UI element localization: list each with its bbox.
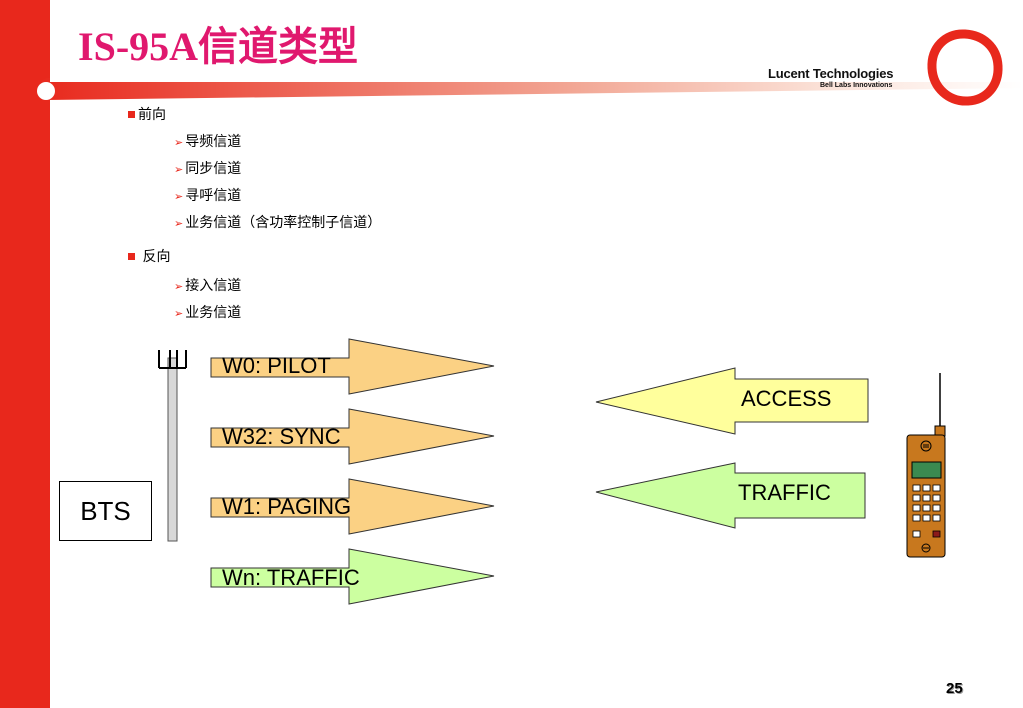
lucent-ring-icon <box>927 29 1003 106</box>
square-bullet-icon <box>128 253 135 260</box>
list-item: ➢导频信道 <box>174 134 242 150</box>
slide-title: IS-95A信道类型 <box>78 24 359 69</box>
forward-arrow-paging <box>210 478 495 535</box>
bts-label: BTS <box>80 495 131 526</box>
list-item: ➢接入信道 <box>174 278 242 294</box>
arrow-bullet-icon: ➢ <box>174 217 184 230</box>
reverse-channel-label: TRAFFIC <box>738 480 831 505</box>
forward-arrow-traffic <box>210 548 495 605</box>
list-item: ➢寻呼信道 <box>174 188 242 204</box>
list-item: ➢同步信道 <box>174 161 242 177</box>
arrow-bullet-icon: ➢ <box>174 280 184 293</box>
page-number: 25 <box>946 680 963 697</box>
arrow-bullet-icon: ➢ <box>174 136 184 149</box>
forward-channel-label: W0: PILOT <box>222 353 331 378</box>
logo-line1: Lucent Technologies <box>768 66 894 81</box>
reverse-arrow-traffic <box>595 462 866 529</box>
reverse-channel-label: ACCESS <box>741 386 832 411</box>
left-accent-bar <box>0 0 50 708</box>
forward-channel-label: W1: PAGING <box>222 494 352 519</box>
arrow-bullet-icon: ➢ <box>174 163 184 176</box>
bts-box: BTS <box>59 481 152 541</box>
logo-line2: Bell Labs Innovations <box>820 82 893 89</box>
list-item: ➢业务信道 <box>174 305 242 321</box>
arrow-bullet-icon: ➢ <box>174 190 184 203</box>
bullet-reverse: 反向 <box>128 246 170 266</box>
forward-arrow-sync <box>210 408 495 465</box>
forward-channel-label: Wn: TRAFFIC <box>222 565 360 590</box>
antenna-mast-icon <box>158 350 187 542</box>
bullet-forward: 前向 <box>128 104 166 124</box>
square-bullet-icon <box>128 111 135 118</box>
forward-arrow-pilot <box>210 338 495 395</box>
arrow-bullet-icon: ➢ <box>174 307 184 320</box>
mobile-phone-icon <box>906 373 946 558</box>
forward-channel-label: W32: SYNC <box>222 424 341 449</box>
header-swoosh <box>35 78 1023 100</box>
lucent-logo-text: Lucent Technologies Bell Labs Innovation… <box>768 66 893 89</box>
list-item: ➢业务信道（含功率控制子信道） <box>174 215 382 231</box>
reverse-arrow-access <box>595 367 869 435</box>
